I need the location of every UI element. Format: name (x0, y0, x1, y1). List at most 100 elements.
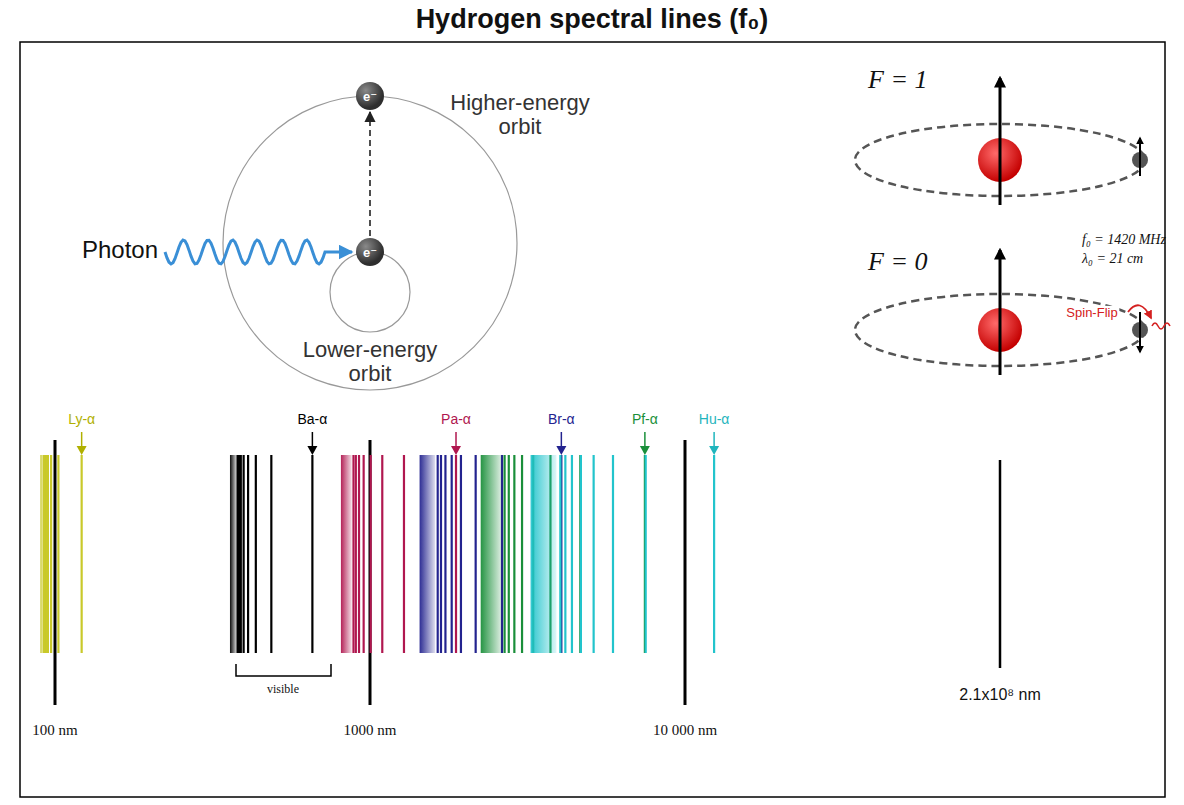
spin-arrow (1139, 312, 1141, 352)
electron: e⁻ (356, 238, 384, 266)
label: Lower-energy orbit (290, 338, 450, 386)
emitted-wave (1152, 323, 1170, 329)
spectral-line (43, 455, 45, 653)
frame (20, 42, 1165, 797)
label: Spin-Flip (1064, 306, 1119, 320)
spectral-line (644, 455, 646, 653)
label: f₀ = 1420 MHz (1082, 232, 1166, 247)
series-band (420, 455, 436, 653)
spectral-line (240, 455, 242, 653)
label: Br-α (548, 412, 575, 427)
spectral-line (444, 455, 446, 653)
spectral-line (403, 455, 405, 653)
label-arrow (561, 432, 563, 448)
label: Pf-α (632, 412, 658, 427)
spectral-line (57, 455, 59, 653)
label: 1000 nm (344, 722, 397, 739)
label: Pa-α (441, 412, 471, 427)
spectral-line (451, 455, 453, 653)
spin-arrow (1139, 138, 1141, 176)
spectral-line (475, 455, 477, 653)
spectral-line (311, 455, 313, 653)
spectral-line (247, 455, 249, 653)
spectral-line (255, 455, 257, 653)
spectral-line (381, 455, 383, 653)
spectral-line (564, 455, 566, 653)
electron-label: e⁻ (363, 89, 377, 104)
spectral-line (370, 455, 372, 653)
series-band (341, 455, 352, 653)
spectral-line (238, 455, 240, 653)
spectral-line (81, 455, 83, 653)
title: Hydrogen spectral lines (f₀) (416, 5, 769, 35)
label-arrowhead (451, 446, 461, 455)
spectral-line (455, 455, 457, 653)
spectral-line (352, 455, 354, 653)
label: λ₀ = 21 cm (1082, 251, 1143, 266)
axis-tick (684, 440, 687, 705)
label-arrowhead (709, 446, 719, 455)
series-band (531, 455, 557, 653)
label: F = 0 (868, 248, 927, 277)
spectral-line (440, 455, 442, 653)
spectral-line (513, 455, 515, 653)
label: Photon (82, 237, 158, 263)
label: 100 nm (32, 722, 77, 739)
label-arrowhead (77, 446, 87, 455)
spectral-line (580, 455, 582, 653)
flip-arrow (1128, 305, 1151, 318)
transition-arrow (369, 112, 371, 236)
label: 10 000 nm (653, 722, 717, 739)
line-21cm (999, 460, 1002, 668)
spectral-line (43, 455, 45, 653)
label: Ly-α (68, 412, 95, 427)
label-arrow (81, 432, 83, 448)
spectral-line (645, 455, 647, 653)
spectral-line (593, 455, 595, 653)
spin-arrow (999, 250, 1002, 375)
spectral-line (236, 455, 238, 653)
spectral-line (355, 455, 357, 653)
spectral-line (579, 455, 581, 653)
visible-bracket (236, 664, 331, 676)
label: Higher-energy orbit (435, 91, 605, 139)
spectral-line (612, 455, 614, 653)
spectral-line (713, 455, 715, 653)
label-arrowhead (640, 446, 650, 455)
label-arrow (312, 432, 314, 448)
label: Hu-α (699, 412, 730, 427)
spectral-line (47, 455, 49, 653)
label-arrow (644, 432, 646, 448)
label-arrow (455, 432, 457, 448)
series-band (230, 455, 237, 653)
spectral-line (270, 455, 272, 653)
label-arrow (713, 432, 715, 448)
label: 2.1x10⁸ nm (959, 686, 1040, 704)
axis-tick (54, 440, 57, 705)
spectral-line (437, 455, 439, 653)
label-arrowhead (307, 446, 317, 455)
spectral-line (45, 455, 47, 653)
spectral-line (50, 455, 52, 653)
spectral-line (503, 455, 505, 653)
series-band (40, 455, 44, 653)
electron-label: e⁻ (363, 245, 377, 260)
series-band (481, 455, 502, 653)
spectrum (40, 432, 719, 653)
spectral-line (44, 455, 46, 653)
spectral-line (521, 455, 523, 653)
spectral-line (559, 455, 561, 653)
label: Ba-α (297, 412, 327, 427)
spin-arrow (999, 78, 1002, 205)
electron: e⁻ (356, 82, 384, 110)
label: F = 1 (868, 66, 927, 95)
spectral-line (508, 455, 510, 653)
label: visible (267, 683, 299, 696)
outer-orbit (223, 96, 517, 390)
spectral-line (363, 455, 365, 653)
spectral-line (571, 455, 573, 653)
label-arrowhead (556, 446, 566, 455)
